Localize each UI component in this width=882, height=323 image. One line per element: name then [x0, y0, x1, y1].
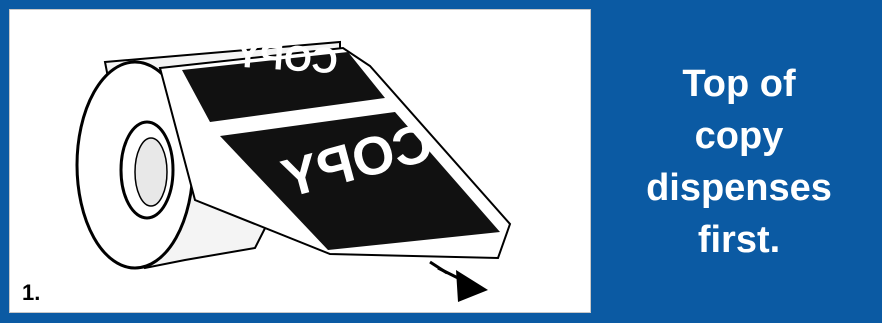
illustration-panel: COPY COPY 1. [9, 9, 591, 313]
step-number: 1. [22, 280, 40, 306]
caption-line: Top of [609, 58, 869, 110]
caption-line: dispenses [609, 162, 869, 214]
label-top-text: COPY [235, 34, 340, 82]
caption-panel: Top of copy dispenses first. [596, 0, 882, 323]
caption-line: first. [609, 214, 869, 266]
roll-core-inner [135, 138, 167, 206]
caption-line: copy [609, 110, 869, 162]
caption-text: Top of copy dispenses first. [609, 58, 869, 266]
label-roll-illustration: COPY COPY [10, 10, 590, 312]
dispense-direction-arrow-icon [430, 262, 488, 302]
